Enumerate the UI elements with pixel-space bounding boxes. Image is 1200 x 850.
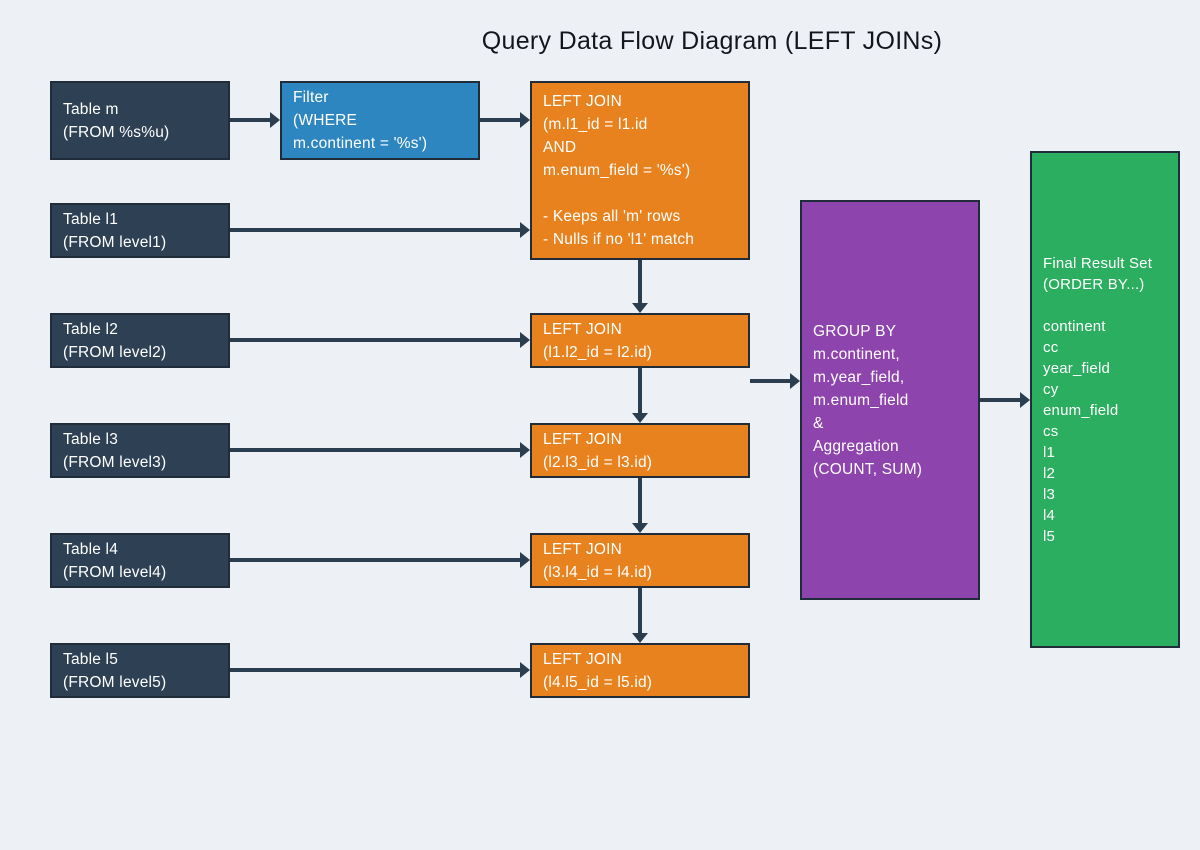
arrow-join4-to-join5-icon bbox=[632, 588, 648, 643]
node-line: (FROM level1) bbox=[63, 233, 167, 251]
node-line: GROUP BY bbox=[813, 322, 897, 340]
node-line: (l2.l3_id = l3.id) bbox=[543, 453, 653, 471]
node-line: Table m bbox=[63, 100, 119, 118]
node-line: LEFT JOIN bbox=[543, 93, 623, 110]
node-line: Table l1 bbox=[63, 210, 119, 228]
arrow-table-l4-to-join4-icon bbox=[230, 552, 530, 568]
node-line: - Nulls if no 'l1' match bbox=[543, 231, 695, 248]
node-line: m.enum_field = '%s') bbox=[543, 162, 691, 179]
node-line: m.enum_field bbox=[813, 391, 909, 409]
node-left-join-4: LEFT JOIN (l3.l4_id = l4.id) bbox=[530, 533, 750, 588]
node-line: l2 bbox=[1043, 464, 1056, 482]
arrow-table-l3-to-join3-icon bbox=[230, 442, 530, 458]
node-line: cc bbox=[1043, 338, 1059, 356]
node-line: m.year_field, bbox=[813, 368, 905, 386]
node-line: m.continent = '%s') bbox=[293, 135, 428, 152]
node-line: (FROM level3) bbox=[63, 453, 167, 471]
node-line: (FROM level4) bbox=[63, 563, 167, 581]
node-line: (FROM level5) bbox=[63, 673, 167, 691]
node-filter: Filter (WHERE m.continent = '%s') bbox=[280, 81, 480, 160]
node-line: Filter bbox=[293, 89, 329, 106]
node-table-m: Table m (FROM %s%u) bbox=[50, 81, 230, 160]
diagram-title: Query Data Flow Diagram (LEFT JOINs) bbox=[481, 27, 943, 55]
node-line: (m.l1_id = l1.id bbox=[543, 116, 648, 133]
node-line: LEFT JOIN bbox=[543, 650, 623, 668]
node-line: Table l5 bbox=[63, 650, 119, 668]
node-left-join-1: LEFT JOIN (m.l1_id = l1.id AND m.enum_fi… bbox=[530, 81, 750, 260]
node-line: LEFT JOIN bbox=[543, 540, 623, 558]
node-line: m.continent, bbox=[813, 345, 900, 363]
node-line: (ORDER BY...) bbox=[1043, 275, 1145, 293]
node-line: Table l2 bbox=[63, 320, 119, 338]
node-line: l5 bbox=[1043, 527, 1056, 545]
node-line: Table l4 bbox=[63, 540, 119, 558]
node-table-l4: Table l4 (FROM level4) bbox=[50, 533, 230, 588]
node-final-result: Final Result Set (ORDER BY...) continent… bbox=[1030, 151, 1180, 648]
node-line: Table l3 bbox=[63, 430, 119, 448]
node-line: l1 bbox=[1043, 443, 1056, 461]
node-line: (FROM %s%u) bbox=[63, 123, 170, 141]
arrow-table-l5-to-join5-icon bbox=[230, 662, 530, 678]
node-line: LEFT JOIN bbox=[543, 430, 623, 448]
node-line: l3 bbox=[1043, 485, 1056, 503]
node-line: & bbox=[813, 414, 824, 432]
node-table-l5: Table l5 (FROM level5) bbox=[50, 643, 230, 698]
arrow-join3-to-join4-icon bbox=[632, 478, 648, 533]
node-table-l3: Table l3 (FROM level3) bbox=[50, 423, 230, 478]
node-line: (l3.l4_id = l4.id) bbox=[543, 563, 653, 581]
node-line: (WHERE bbox=[293, 112, 358, 129]
node-line: (l4.l5_id = l5.id) bbox=[543, 673, 653, 691]
arrow-table-l2-to-join2-icon bbox=[230, 332, 530, 348]
node-line: cy bbox=[1043, 380, 1059, 398]
node-line: Final Result Set bbox=[1043, 254, 1153, 272]
node-line: year_field bbox=[1043, 359, 1111, 377]
node-line: LEFT JOIN bbox=[543, 320, 623, 338]
node-line: cs bbox=[1043, 422, 1059, 440]
node-table-l2: Table l2 (FROM level2) bbox=[50, 313, 230, 368]
arrow-filter-to-join1-icon bbox=[480, 112, 530, 128]
node-left-join-3: LEFT JOIN (l2.l3_id = l3.id) bbox=[530, 423, 750, 478]
node-line bbox=[1043, 295, 1172, 316]
node-left-join-2: LEFT JOIN (l1.l2_id = l2.id) bbox=[530, 313, 750, 368]
arrow-join1-to-join2-icon bbox=[632, 260, 648, 313]
node-line: continent bbox=[1043, 317, 1106, 335]
arrow-table-m-to-filter-icon bbox=[230, 112, 280, 128]
arrow-joins-to-group-by-icon bbox=[750, 373, 800, 389]
node-group-by: GROUP BY m.continent, m.year_field, m.en… bbox=[800, 200, 980, 600]
node-line: l4 bbox=[1043, 506, 1056, 524]
arrow-join2-to-join3-icon bbox=[632, 368, 648, 423]
node-line: Aggregation bbox=[813, 437, 899, 455]
node-line: enum_field bbox=[1043, 401, 1119, 419]
node-line: (COUNT, SUM) bbox=[813, 460, 923, 478]
node-table-l1: Table l1 (FROM level1) bbox=[50, 203, 230, 258]
node-line: AND bbox=[543, 139, 577, 156]
node-line: (l1.l2_id = l2.id) bbox=[543, 343, 653, 361]
arrow-table-l1-to-join1-icon bbox=[230, 222, 530, 238]
node-line: - Keeps all 'm' rows bbox=[543, 208, 681, 225]
node-line bbox=[543, 182, 742, 205]
node-line: (FROM level2) bbox=[63, 343, 167, 361]
arrow-group-by-to-result-icon bbox=[980, 392, 1030, 408]
node-left-join-5: LEFT JOIN (l4.l5_id = l5.id) bbox=[530, 643, 750, 698]
